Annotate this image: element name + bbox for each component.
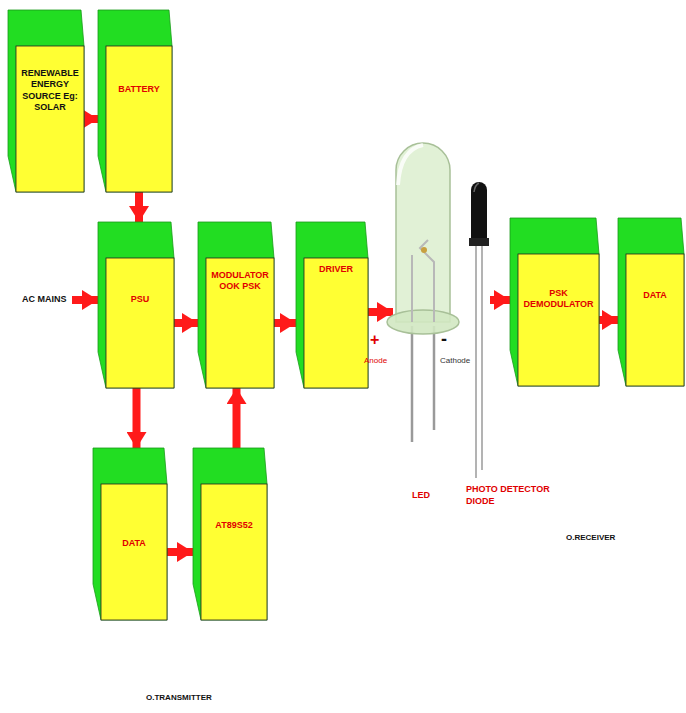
block-box: BATTERY <box>98 10 172 192</box>
block-box: DRIVER <box>296 222 368 388</box>
box-3d-shape <box>198 222 274 388</box>
annotation-label: Anode <box>364 356 387 366</box>
block-label: BATTERY <box>109 84 169 95</box>
box-3d-shape <box>193 448 267 620</box>
block-arrow <box>174 319 198 327</box>
block-box: DATA <box>618 218 684 386</box>
block-arrow <box>274 319 296 327</box>
annotation-label: Cathode <box>440 356 470 366</box>
block-label: RENEWABLE ENERGY SOURCE Eg: SOLAR <box>19 68 81 113</box>
block-label: PSK DEMODULATOR <box>521 288 596 311</box>
block-label: DATA <box>104 538 164 549</box>
block-arrow <box>133 388 141 448</box>
annotation-label: - <box>441 328 447 351</box>
annotation-label: LED <box>412 490 430 502</box>
block-label: MODULATOR OOK PSK <box>209 270 271 293</box>
led-symbol <box>387 143 459 442</box>
block-box: AT89S52 <box>193 448 267 620</box>
box-3d-shape <box>93 448 167 620</box>
annotation-label: O.RECEIVER <box>566 533 615 543</box>
photodiode-symbol <box>469 182 489 478</box>
block-arrow <box>135 192 143 222</box>
block-box: PSU <box>98 222 174 388</box>
block-arrow <box>84 115 98 123</box>
mains-arrow <box>72 296 98 304</box>
box-3d-shape <box>296 222 368 388</box>
led-arrow <box>368 308 393 316</box>
box-3d-shape <box>98 10 172 192</box>
detector-arrow <box>490 296 510 304</box>
box-3d-shape <box>618 218 684 386</box>
annotation-label: O.TRANSMITTER <box>146 693 212 703</box>
block-arrow <box>599 316 618 324</box>
block-box: DATA <box>93 448 167 620</box>
annotation-label: + <box>370 330 379 351</box>
block-label: AT89S52 <box>204 520 264 531</box>
block-label: DRIVER <box>307 264 365 275</box>
annotation-label: PHOTO DETECTOR DIODE <box>466 484 562 507</box>
block-label: DATA <box>629 290 681 301</box>
block-box: MODULATOR OOK PSK <box>198 222 274 388</box>
box-3d-shape <box>8 10 84 192</box>
block-box: PSK DEMODULATOR <box>510 218 599 386</box>
block-label: PSU <box>109 294 171 305</box>
annotation-label: AC MAINS <box>22 294 67 306</box>
box-3d-shape <box>98 222 174 388</box>
block-arrow <box>233 388 241 448</box>
block-box: RENEWABLE ENERGY SOURCE Eg: SOLAR <box>8 10 84 192</box>
block-arrow <box>167 548 193 556</box>
